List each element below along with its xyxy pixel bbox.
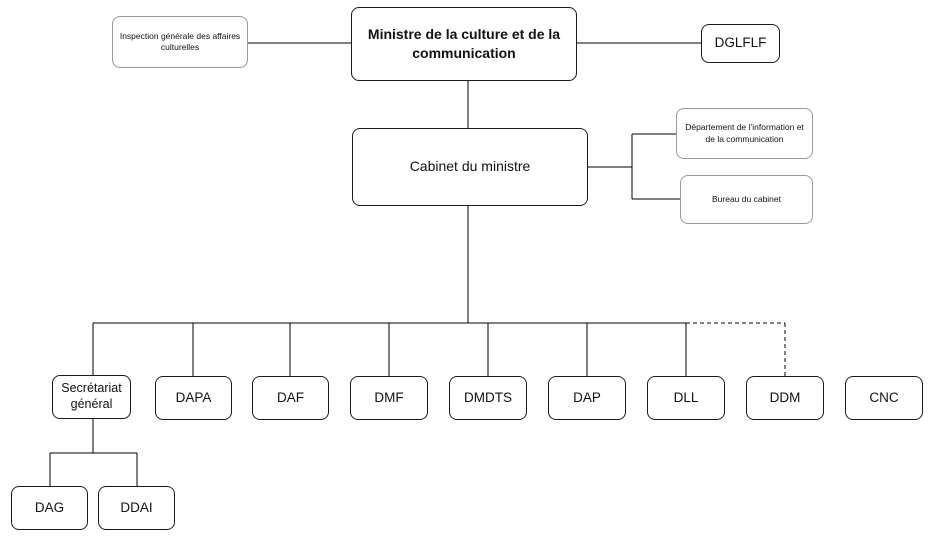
node-inspection-generale: Inspection générale des affaires culture… xyxy=(112,16,248,68)
node-ddai: DDAI xyxy=(98,486,175,530)
node-secretariat-general: Secrétariat général xyxy=(52,375,131,419)
node-dglflf: DGLFLF xyxy=(701,24,780,63)
node-departement-information: Département de l’information et de la co… xyxy=(676,108,813,159)
node-dll: DLL xyxy=(647,376,725,420)
node-dmf: DMF xyxy=(350,376,428,420)
node-ministre: Ministre de la culture et de la communic… xyxy=(351,7,577,81)
node-dapa: DAPA xyxy=(155,376,232,420)
node-dag: DAG xyxy=(11,486,88,530)
node-dmdts: DMDTS xyxy=(449,376,527,420)
node-daf: DAF xyxy=(252,376,329,420)
node-cnc: CNC xyxy=(845,376,923,420)
node-cabinet: Cabinet du ministre xyxy=(352,128,588,206)
node-ddm: DDM xyxy=(746,376,824,420)
node-bureau-cabinet: Bureau du cabinet xyxy=(680,175,813,224)
node-dap: DAP xyxy=(548,376,626,420)
